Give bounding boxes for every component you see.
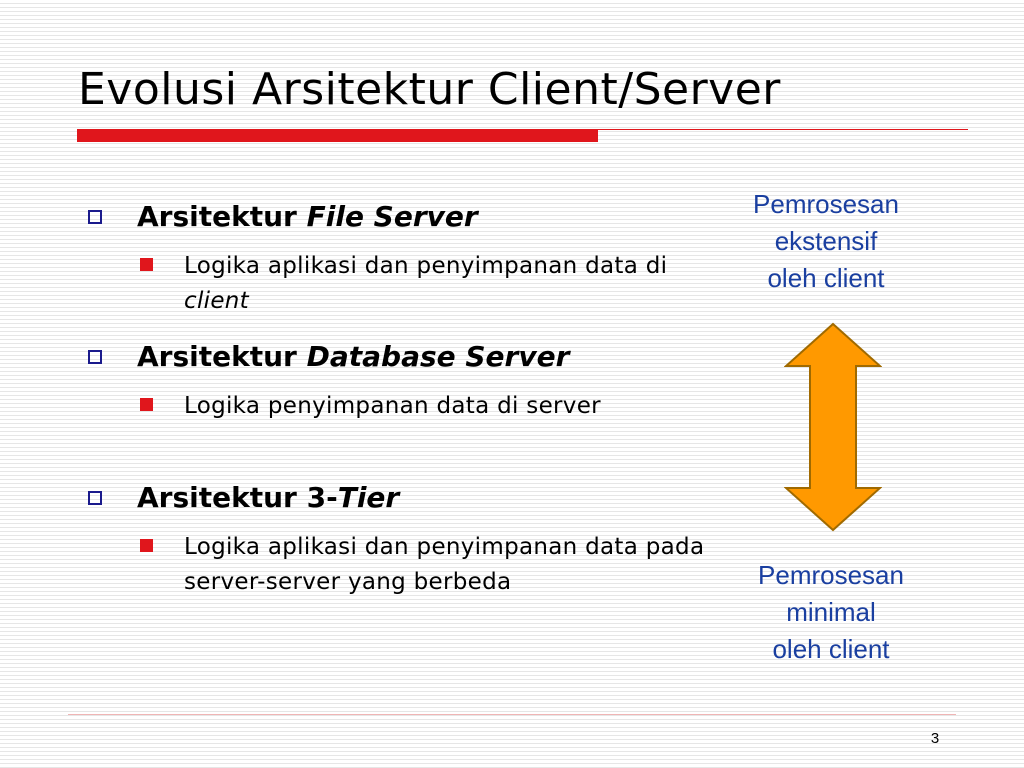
side-label-line: minimal: [786, 597, 876, 627]
side-label-bottom: Pemrosesan minimal oleh client: [721, 557, 941, 668]
filled-square-bullet-icon: [140, 539, 153, 552]
side-label-line: ekstensif: [774, 226, 878, 256]
filled-square-bullet-icon: [140, 258, 153, 271]
side-label-line: oleh client: [772, 634, 890, 664]
title-underline-thin: [598, 129, 968, 130]
bullet-heading: Arsitektur File Server: [137, 200, 478, 233]
side-label-line: Pemrosesan: [758, 560, 904, 590]
double-headed-arrow-icon: [784, 322, 882, 532]
hollow-square-bullet-icon: [88, 491, 102, 505]
sub-bullet-text: Logika aplikasi dan penyimpanan data di …: [184, 253, 668, 314]
side-label-line: oleh client: [767, 263, 885, 293]
side-label-top: Pemrosesan ekstensif oleh client: [716, 186, 936, 297]
sub-bullet-text: Logika penyimpanan data di server: [184, 393, 601, 419]
footer-divider: [68, 714, 956, 715]
filled-square-bullet-icon: [140, 398, 153, 411]
sub-bullet-text: Logika aplikasi dan penyimpanan data pad…: [184, 534, 705, 595]
side-label-line: Pemrosesan: [753, 189, 899, 219]
bullet-heading: Arsitektur 3-Tier: [137, 481, 400, 514]
hollow-square-bullet-icon: [88, 210, 102, 224]
slide-title: Evolusi Arsitektur Client/Server: [78, 64, 781, 115]
page-number: 3: [930, 730, 940, 747]
title-underline-thick: [77, 129, 598, 142]
bullet-heading: Arsitektur Database Server: [137, 340, 570, 373]
hollow-square-bullet-icon: [88, 350, 102, 364]
